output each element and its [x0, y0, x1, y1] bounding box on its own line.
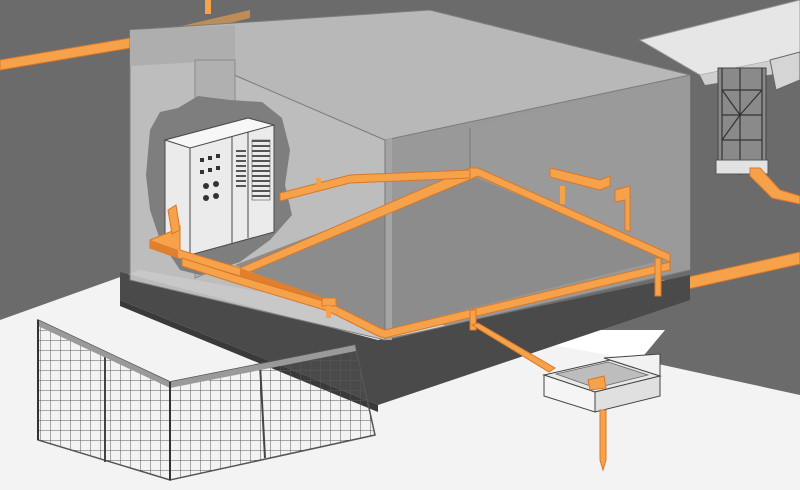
- wire-mesh-fence-icon: [37, 318, 376, 482]
- earth-pit-box-icon: [542, 353, 662, 413]
- earth-rod-icon: [599, 409, 607, 472]
- elevated-walkway: [638, 0, 800, 76]
- switchgear-cabinet-icon: [163, 117, 276, 256]
- cable-tray-icon: [149, 167, 671, 339]
- paved-area: [640, 200, 800, 395]
- building-roof: [129, 9, 691, 141]
- earthing-conductor: [470, 322, 556, 373]
